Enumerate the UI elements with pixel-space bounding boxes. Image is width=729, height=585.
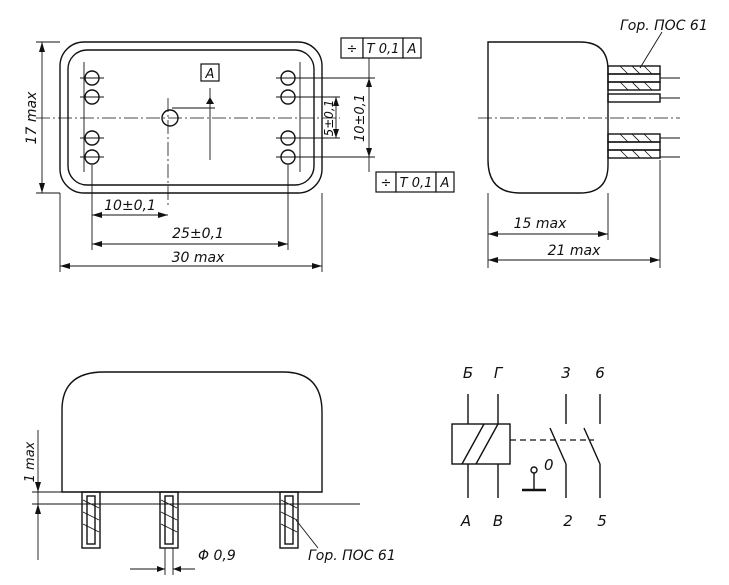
side-view-body	[487, 41, 609, 194]
terminal-label-a: А	[460, 512, 471, 530]
terminal-label-v-cyr: В	[493, 512, 503, 530]
front-pin-middle	[159, 491, 179, 549]
dim-center-label: 10±0,1	[104, 198, 156, 214]
terminal-label-6: 6	[595, 364, 605, 382]
terminal-label-g-cyr: Г	[494, 364, 504, 382]
dim-gap-label: 1 max	[23, 441, 38, 482]
front-view-body	[61, 371, 323, 493]
svg-text:A: A	[440, 176, 450, 191]
top-view-right-pins	[276, 62, 304, 172]
dim-pitch-label: 25±0,1	[172, 226, 224, 242]
top-view-outer-body	[59, 41, 323, 194]
dim-row-small-label: 5±0,1	[322, 100, 336, 137]
dim-body-label: 15 max	[514, 216, 567, 232]
svg-text:÷: ÷	[381, 176, 392, 191]
relay-coil	[451, 423, 511, 465]
top-view: A 17 max 10±0,1 25±0,1 30 max 5±0,1 10±0…	[24, 37, 455, 272]
datum-label: A	[205, 67, 215, 82]
tolerance-frame-top: ÷ T 0,1 A	[340, 37, 422, 59]
svg-text:T 0,1: T 0,1	[367, 42, 400, 57]
top-view-inner-body	[67, 49, 315, 186]
front-pin-left	[81, 491, 101, 549]
relay-schematic: Б Г 3 6 А В 2 5 0	[451, 364, 607, 530]
ground-label: 0	[544, 456, 554, 474]
terminal-label-b-cyr: Б	[463, 364, 473, 382]
dim-height-label: 17 max	[24, 91, 40, 144]
dim-row-large-label: 10±0,1	[353, 94, 368, 142]
dim-total-label: 21 max	[548, 243, 601, 259]
terminal-label-5: 5	[597, 512, 607, 530]
ground-terminal-icon	[530, 466, 538, 474]
dim-diameter-label: Φ 0,9	[198, 548, 236, 564]
svg-text:A: A	[407, 42, 417, 57]
tolerance-frame-bottom: ÷ T 0,1 A	[368, 157, 455, 193]
center-hole	[161, 109, 179, 127]
front-pin-right	[279, 491, 299, 549]
front-solder-label: Гор. ПОС 61	[308, 548, 396, 564]
front-view: 1 max Φ 0,9	[23, 371, 396, 575]
side-view: Гор. ПОС 61 15 max 21 max	[478, 18, 708, 268]
svg-text:÷: ÷	[347, 42, 358, 57]
side-solder-label: Гор. ПОС 61	[620, 18, 708, 34]
datum-triangle-icon	[206, 97, 214, 104]
terminal-label-2: 2	[563, 512, 573, 530]
top-view-left-pins	[80, 62, 104, 172]
terminal-label-3: 3	[561, 364, 571, 382]
dim-width-label: 30 max	[172, 250, 225, 266]
svg-text:T 0,1: T 0,1	[400, 176, 433, 191]
